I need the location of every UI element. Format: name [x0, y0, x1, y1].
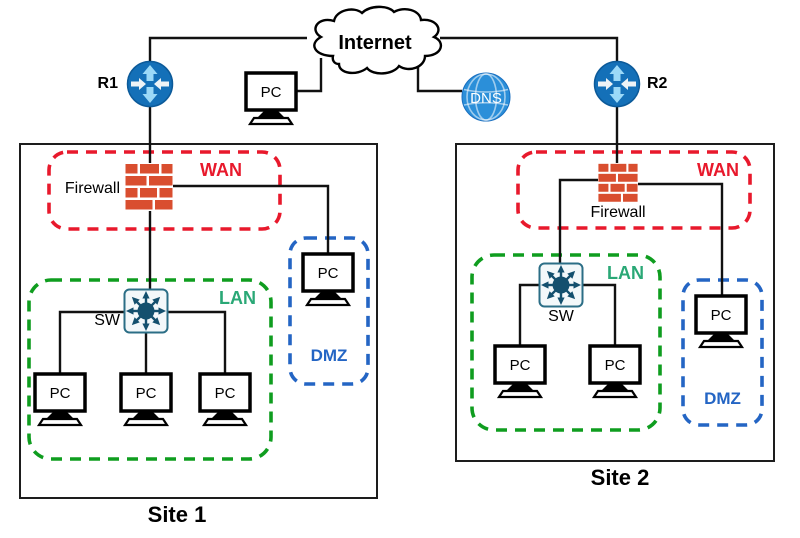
- wire-toppc-internet: [295, 58, 323, 93]
- router-r1-icon: [126, 60, 174, 108]
- site2-lan-pc-2: PC: [585, 343, 645, 399]
- wire-firewall2-sw2: [558, 178, 603, 290]
- site1-dmz-label: DMZ: [310, 346, 348, 365]
- site2-switch-icon: [538, 262, 584, 308]
- site1-box: [19, 143, 378, 499]
- site1-dmz-pc: PC: [298, 251, 358, 307]
- site2-switch-label: SW: [548, 308, 574, 325]
- site2-dmz-pc: PC: [691, 293, 751, 349]
- site1-firewall-icon: [125, 163, 173, 211]
- site2-firewall-label: Firewall: [590, 204, 646, 221]
- internet-cloud-icon: Internet: [313, 5, 443, 75]
- site1-lan-pc-1-label: PC: [50, 385, 71, 402]
- site2-lan-label: LAN: [607, 263, 644, 283]
- site2-wan-zone: [516, 150, 752, 230]
- wire-firewall1-dmzpc1: [168, 184, 330, 272]
- site1-switch-label: SW: [94, 312, 120, 329]
- site2-dmz-pc-label: PC: [711, 307, 732, 324]
- site2-box: [455, 143, 775, 462]
- internet-label: Internet: [338, 32, 412, 54]
- site1-wan-label: WAN: [200, 160, 242, 180]
- site2-firewall-icon: [598, 163, 638, 203]
- site1-firewall-label: Firewall: [64, 180, 120, 197]
- site1-lan-pc-1: PC: [30, 371, 90, 427]
- wire-internet-r2-firewall2: [440, 36, 619, 182]
- wire-internet-r1-firewall1-sw1: [148, 36, 307, 310]
- site1-wan-zone: [47, 150, 282, 231]
- site1-lan-pc-2: PC: [116, 371, 176, 427]
- wire-internet-dns: [416, 58, 462, 93]
- site1-title: Site 1: [147, 502, 207, 527]
- internet-pc-label: PC: [261, 84, 282, 101]
- site1-switch-icon: [123, 288, 169, 334]
- site1-lan-pc-3: PC: [195, 371, 255, 427]
- router-r2-icon: [593, 60, 641, 108]
- site2-lan-pc-1: PC: [490, 343, 550, 399]
- router-r1-label: R1: [97, 75, 118, 92]
- site2-lan-pc-1-label: PC: [510, 357, 531, 374]
- site2-dmz-label: DMZ: [704, 389, 741, 408]
- site2-title: Site 2: [590, 465, 650, 490]
- site2-lan-pc-2-label: PC: [605, 357, 626, 374]
- router-r2-label: R2: [647, 75, 668, 92]
- site1-lan-pc-2-label: PC: [136, 385, 157, 402]
- wire-firewall2-dmzpc2: [633, 182, 724, 318]
- site1-lan-pc-3-label: PC: [215, 385, 236, 402]
- site2-wan-label: WAN: [697, 160, 739, 180]
- dns-label: DNS: [470, 90, 502, 107]
- dns-server-icon: DNS: [461, 72, 511, 122]
- site1-dmz-pc-label: PC: [318, 265, 339, 282]
- site1-lan-label: LAN: [219, 288, 256, 308]
- internet-pc: PC: [241, 70, 301, 126]
